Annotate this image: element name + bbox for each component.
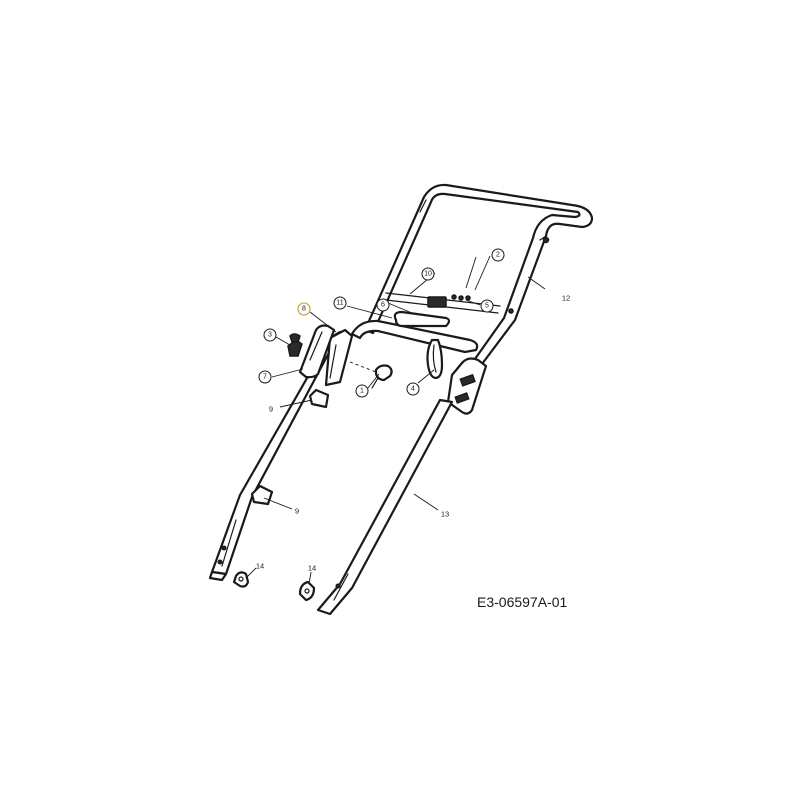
label-13: 13 bbox=[441, 510, 449, 519]
label-9-upper: 9 bbox=[269, 405, 273, 414]
callout-10-label: 10 bbox=[424, 271, 432, 278]
right-control-housing bbox=[446, 357, 488, 415]
callout-1: 1 bbox=[355, 384, 369, 398]
callout-8: 8 bbox=[297, 302, 311, 316]
right-lower-handle bbox=[316, 398, 454, 616]
cross-brace bbox=[350, 292, 501, 354]
label-9-lower: 9 bbox=[295, 507, 299, 516]
callout-2-label: 2 bbox=[496, 252, 500, 259]
callout-11-label: 11 bbox=[336, 300, 343, 307]
callout-2: 2 bbox=[491, 248, 505, 262]
label-12: 12 bbox=[562, 294, 570, 303]
callout-1-label: 1 bbox=[360, 388, 364, 395]
callout-4-label: 4 bbox=[411, 386, 415, 393]
bolt bbox=[349, 361, 393, 389]
cable-clip bbox=[427, 294, 471, 308]
small-clamp bbox=[287, 333, 303, 357]
cable-loop bbox=[426, 338, 444, 380]
upper-handle-frame bbox=[363, 183, 594, 374]
callout-6-label: 6 bbox=[381, 302, 385, 309]
drawing-code: E3-06597A-01 bbox=[477, 594, 568, 610]
label-14-right: 14 bbox=[308, 564, 316, 573]
callout-7-label: 7 bbox=[263, 374, 267, 381]
left-upper-bracket bbox=[324, 328, 354, 387]
tube-clamp-upper bbox=[308, 388, 330, 409]
knob-right bbox=[298, 580, 316, 602]
callout-3: 3 bbox=[263, 328, 277, 342]
callout-3-label: 3 bbox=[268, 332, 272, 339]
label-14-left: 14 bbox=[256, 562, 264, 571]
callout-5-label: 5 bbox=[485, 303, 489, 310]
callout-8-label: 8 bbox=[302, 306, 306, 313]
callout-7: 7 bbox=[258, 370, 272, 384]
callout-10: 10 bbox=[421, 267, 435, 281]
knob-left bbox=[232, 571, 250, 588]
callout-6: 6 bbox=[376, 298, 390, 312]
callout-4: 4 bbox=[406, 382, 420, 396]
callout-11: 11 bbox=[333, 296, 347, 310]
callout-5: 5 bbox=[480, 299, 494, 313]
